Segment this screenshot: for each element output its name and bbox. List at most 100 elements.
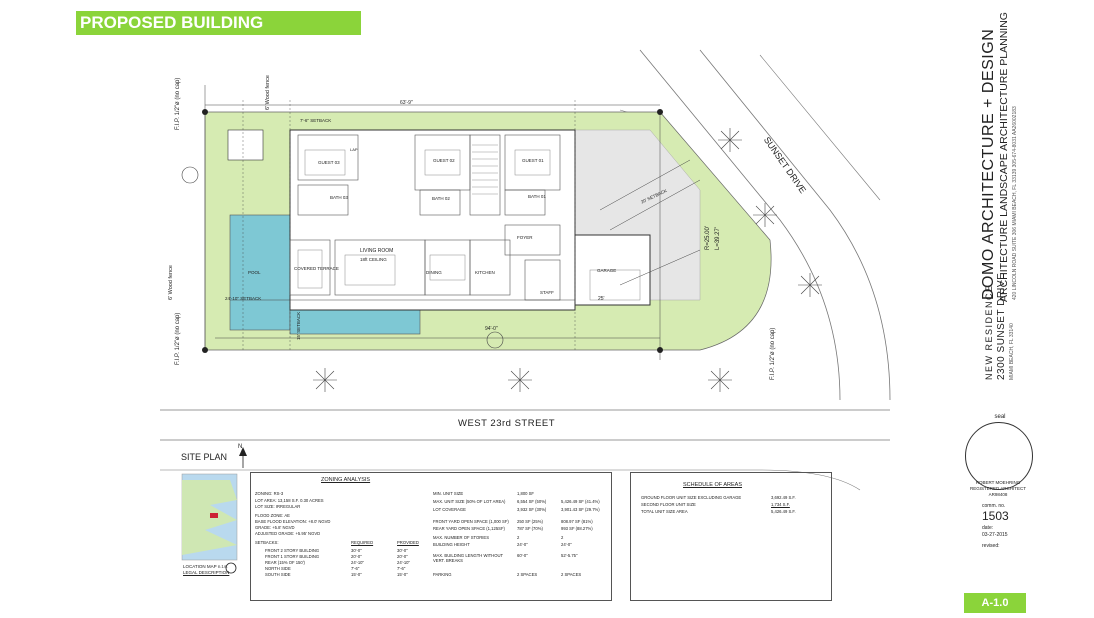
setback-name: REAR (15% OF 150') <box>265 560 305 565</box>
zoning-provided: 5,426.49 SF (41.4%) <box>561 499 600 504</box>
location-marker <box>210 513 218 518</box>
zoning-required: 1,800 SF <box>517 491 534 496</box>
note-fence-west: 6' Wood fence <box>168 265 174 300</box>
room-guest-01: GUEST 01 <box>522 158 544 163</box>
area-label: TOTAL UNIT SIZE AREA <box>641 509 688 514</box>
location-scale: n.t.s. <box>217 564 228 569</box>
project-type: NEW RESIDENCE <box>984 284 994 380</box>
room-foyer: FOYER <box>517 235 533 240</box>
sidewalk-edge <box>160 469 861 491</box>
zoning-required: 24'-0" <box>517 542 528 547</box>
zoning-row: ZONING: RS-3 <box>255 491 284 496</box>
room-lap: LAP <box>350 147 358 152</box>
room-covered-terrace: COVERED TERRACE <box>294 266 339 271</box>
room-garage: GARAGE <box>597 268 617 273</box>
note-setback-15: 15' SETBACK <box>296 311 301 340</box>
zoning-provided: 52'-5.75" <box>561 553 578 558</box>
zoning-analysis-panel: ZONING ANALYSIS ZONING: RS-3 LOT AREA: 1… <box>250 472 612 601</box>
setbacks-label: SETBACKS: <box>255 540 279 545</box>
setback-provided: 15'-0" <box>397 572 408 577</box>
room-bath-03: BATH 03 <box>330 195 348 200</box>
schedule-of-areas-panel: SCHEDULE OF AREAS GROUND FLOOR UNIT SIZE… <box>630 472 832 601</box>
area-value: 3,692.49 S.F. <box>771 495 796 500</box>
note-fence-north: 6' Wood fence <box>265 75 271 110</box>
setback-required: 30'-0" <box>351 548 362 553</box>
drive-edge-2 <box>699 49 891 401</box>
room-dining: DINING <box>426 270 442 275</box>
zoning-metric: FRONT YARD OPEN SPACE (1,000 SF) <box>433 519 509 524</box>
zoning-provided: 993 SF (88.27%) <box>561 526 593 531</box>
firm-address: 420 LINCOLN ROAD SUITE 306 MIAMI BEACH, … <box>1012 106 1018 300</box>
revised-label: revised: <box>982 543 1000 549</box>
curve-length: L=39.27' <box>715 226 721 250</box>
zoning-metric: REAR YARD OPEN SPACE (1,125SF) <box>433 526 505 531</box>
zoning-provided: 2 <box>561 535 564 540</box>
corner-marker <box>202 347 208 353</box>
pool-bottom <box>289 309 421 335</box>
firm-subtitle: ARCHITECTURE LANDSCAPE ARCHITECTURE PLAN… <box>998 12 1010 302</box>
north-arrow-icon <box>239 447 247 468</box>
area-label: GROUND FLOOR UNIT SIZE EXCLUDING GARAGE <box>641 495 742 500</box>
shed <box>227 129 264 161</box>
site-plan-label: SITE PLAN <box>181 452 228 462</box>
zoning-row: BASE FLOOD ELEVATION: +8.0' NGVD <box>255 519 331 524</box>
zoning-required: 787 SF (70%) <box>517 526 543 531</box>
col-required: REQUIRED <box>351 540 374 545</box>
zoning-required: 6,554 SF (50%) <box>517 499 547 504</box>
zoning-provided: 2 SPACES <box>561 572 582 577</box>
room-pool: POOL <box>248 270 261 275</box>
setback-required: 20'-0" <box>351 554 362 559</box>
project-city: MIAMI BEACH, FL 33140 <box>1009 323 1015 380</box>
zoning-metric: MAX. UNIT SIZE (50% OF LOT AREA) <box>433 499 506 504</box>
location-map-label: LOCATION MAP n.t.s. LEGAL DESCRIPTION <box>183 564 229 576</box>
setback-provided: 24'-10" <box>397 560 410 565</box>
room-ceiling-note: 18ft CEILING <box>360 257 387 262</box>
zoning-required: 3,932 SF (30%) <box>517 507 547 512</box>
zoning-metric: BUILDING HEIGHT <box>433 542 470 547</box>
note-fip-sw: F.I.P. 1/2"ø (no cap) <box>175 312 181 365</box>
curve-radius: R=25.00' <box>705 226 711 250</box>
room-staff: STAFF <box>540 290 554 295</box>
room-guest-02: GUEST 02 <box>433 158 455 163</box>
setback-name: FRONT 1 STORY BUILDING <box>265 554 320 559</box>
street-name: WEST 23rd STREET <box>458 418 556 429</box>
compass-icon <box>225 562 237 574</box>
setback-provided: 20'-0" <box>397 554 408 559</box>
architect-license: AR98408 <box>988 492 1008 497</box>
date-label: date: <box>982 525 994 531</box>
setback-provided: 30'-0" <box>397 548 408 553</box>
zoning-metric: PARKING <box>433 572 452 577</box>
room-kitchen: KITCHEN <box>475 270 495 275</box>
zoning-metric: MIN. UNIT SIZE <box>433 491 464 496</box>
zoning-metric: MAX. BUILDING LENGTH WITHOUT VERT. BREAK… <box>433 553 503 563</box>
setback-name: FRONT 2 STORY BUILDING <box>265 548 320 553</box>
area-label: SECOND FLOOR UNIT SIZE <box>641 502 696 507</box>
zoning-title: ZONING ANALYSIS <box>321 477 371 483</box>
corner-marker <box>657 347 663 353</box>
setback-name: SOUTH SIDE <box>265 572 291 577</box>
zoning-metric: MAX. NUMBER OF STORIES <box>433 535 489 540</box>
zoning-required: 60'-0" <box>517 553 528 558</box>
comm-number: 1503 <box>982 509 1009 523</box>
zoning-row: GRADE: +5.8' NGVD <box>255 525 295 530</box>
north-label: N <box>238 444 243 450</box>
legal-description: LEGAL DESCRIPTION <box>183 570 230 575</box>
note-fip-se: F.I.P. 1/2"ø (no cap) <box>770 327 776 380</box>
zoning-required: 2 SPACES <box>517 572 538 577</box>
area-value: 1,734 S.F. <box>771 502 790 507</box>
date-value: 03-27-2015 <box>982 532 1008 538</box>
zoning-row: FLOOD ZONE: AE <box>255 513 290 518</box>
note-setback-7-6: 7'-6" SETBACK <box>300 118 332 123</box>
zoning-row: LOT SIZE: IRREGULAR <box>255 504 301 509</box>
room-bath-02: BATH 02 <box>432 196 450 201</box>
note-fip-nw: F.I.P. 1/2"ø (no cap) <box>175 77 181 130</box>
architect-title: REGISTERED ARCHITECT <box>969 486 1026 491</box>
architect-name: ROBERT MOEHRING <box>975 480 1021 485</box>
comm-label: comm. no. <box>982 503 1006 509</box>
palm-tree-icon <box>181 128 822 392</box>
dim-top: 63'-9" <box>400 100 413 106</box>
areas-title: SCHEDULE OF AREAS <box>683 482 742 488</box>
zoning-row: LOT AREA: 13,158 S.F. 0.30 ACRES <box>255 498 324 503</box>
drive-edge-3 <box>759 54 881 201</box>
